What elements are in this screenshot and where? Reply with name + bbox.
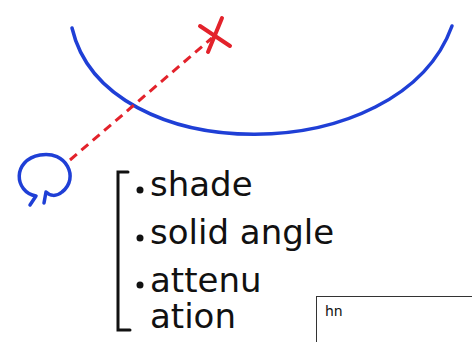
bullet [137, 187, 144, 194]
bullet [137, 282, 144, 289]
cross-stroke [208, 18, 222, 52]
note-text: hn [317, 297, 472, 325]
list-item: shade [150, 166, 450, 202]
light-source [19, 154, 70, 205]
surface-arc [72, 26, 452, 134]
bracket [118, 172, 130, 330]
target-cross [200, 18, 230, 52]
bullet [137, 235, 144, 242]
list-item: attenu ation [150, 262, 300, 334]
light-ray [70, 38, 212, 160]
list-item: solid angle [150, 214, 460, 250]
note-box: hn [316, 296, 472, 342]
